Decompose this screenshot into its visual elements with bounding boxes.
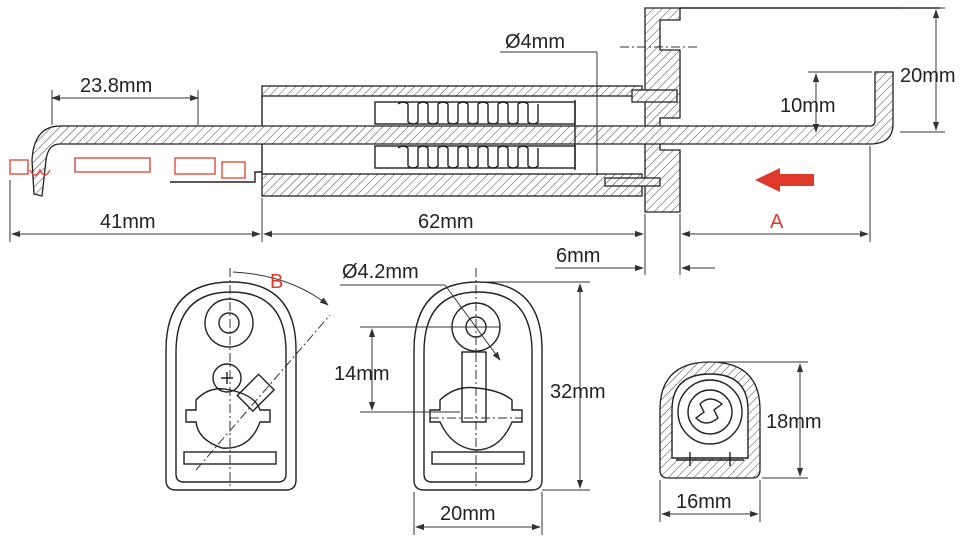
- screw-head-icon: [212, 363, 242, 393]
- dim-23-8-label: 23.8mm: [80, 75, 152, 97]
- mounting-flange: [644, 7, 681, 213]
- dim-62-label: 62mm: [418, 211, 474, 233]
- front-view-straight: Ø4.2mm 14mm 32mm 20mm: [334, 261, 606, 535]
- dim-32-label: 32mm: [550, 381, 606, 403]
- spring: [374, 100, 576, 170]
- dim-4-2-dia-label: Ø4.2mm: [342, 261, 419, 283]
- dim-20-height-label: 20mm: [900, 65, 956, 87]
- dim-a-label: A: [770, 211, 784, 233]
- dim-14-label: 14mm: [334, 363, 390, 385]
- dim-18-label: 18mm: [766, 411, 822, 433]
- dim-6-label: 6mm: [556, 245, 600, 267]
- dim-20-width-label: 20mm: [440, 503, 496, 525]
- dim-16-label: 16mm: [676, 491, 732, 513]
- dim-10-label: 10mm: [780, 95, 836, 117]
- front-view-angled: B: [165, 268, 331, 491]
- housing-outline: [165, 281, 297, 491]
- open-position-ghost: [9, 157, 246, 179]
- housing-bottom-wall: [261, 173, 643, 197]
- housing-top-wall: [261, 85, 643, 97]
- housing-outline: [413, 281, 543, 491]
- callout-b-label: B: [270, 271, 283, 293]
- side-view: 23.8mm Ø4mm 20mm 10mm 41mm 62mm A 6mm: [9, 7, 956, 275]
- left-arrow-icon: [755, 168, 814, 192]
- latch-rod: [31, 71, 894, 197]
- end-view: 18mm 16mm: [659, 361, 822, 522]
- dim-41-label: 41mm: [100, 211, 156, 233]
- dim-4-dia-label: Ø4mm: [505, 31, 565, 53]
